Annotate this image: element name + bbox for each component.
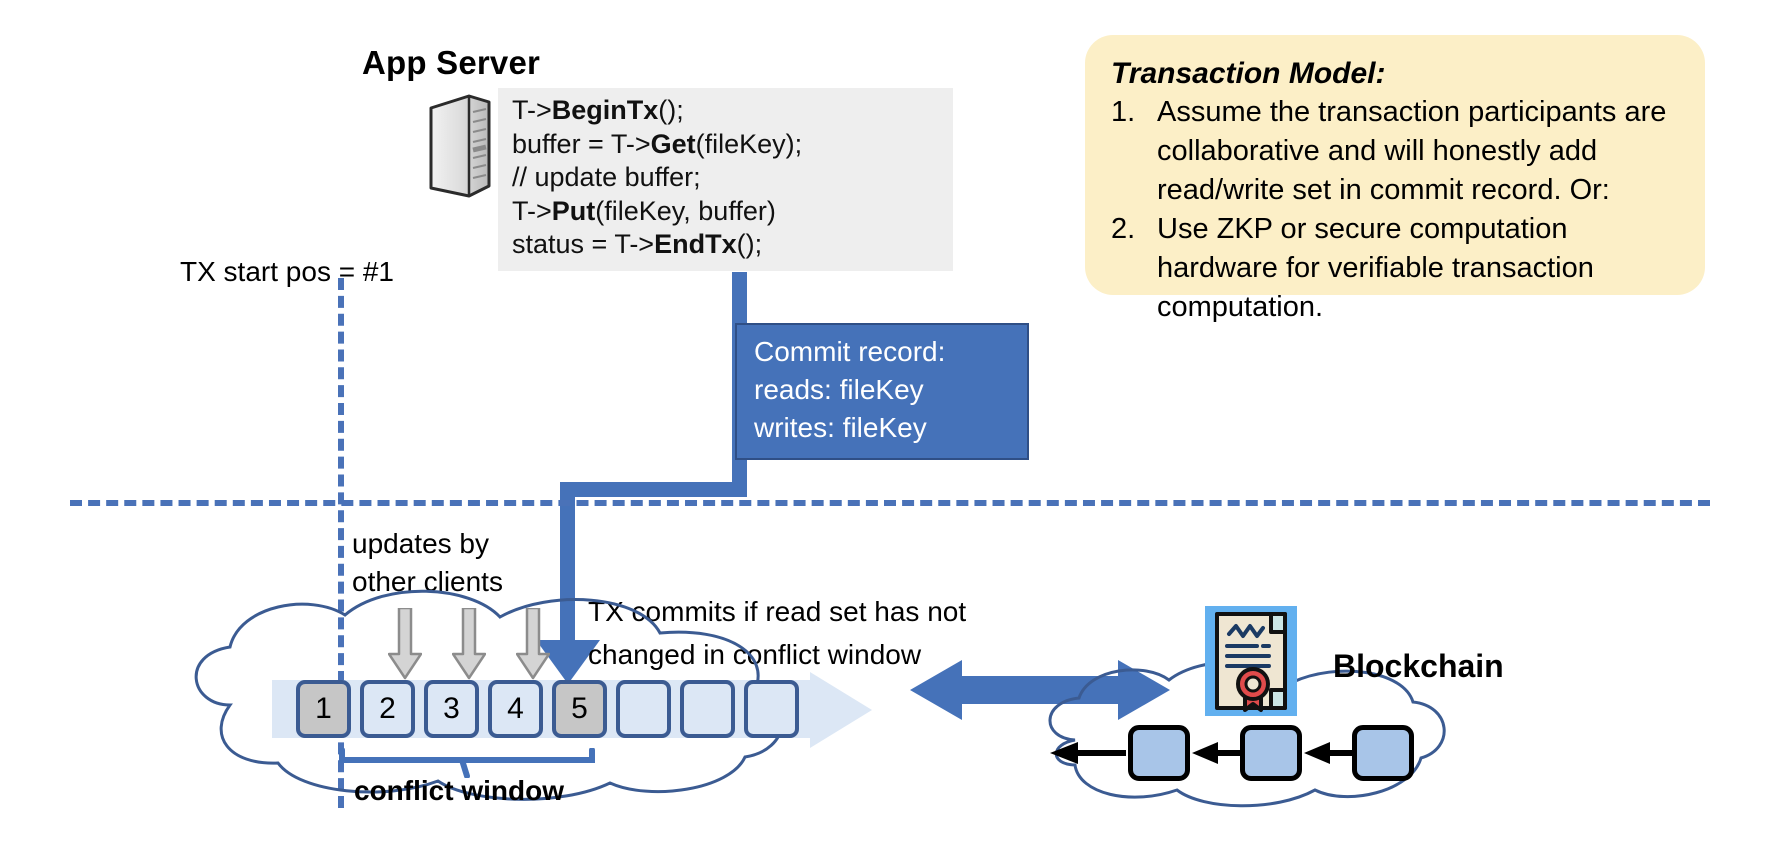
- certificate-seal-icon: [1205, 606, 1297, 716]
- ledger-cell-6[interactable]: [616, 680, 671, 738]
- commit-record-reads: reads: fileKey: [754, 374, 924, 405]
- code-lines: T->BeginTx();buffer = T->Get(fileKey);//…: [498, 88, 953, 262]
- code-token: T->: [512, 195, 552, 226]
- chain-block-3: [1352, 725, 1414, 781]
- transaction-model-item-2: 2. Use ZKP or secure computation hardware…: [1111, 210, 1679, 327]
- chain-block-1: [1128, 725, 1190, 781]
- transaction-model-callout: Transaction Model: 1. Assume the transact…: [1085, 35, 1705, 323]
- ledger-cell-2[interactable]: 2: [360, 680, 415, 738]
- code-block: T->BeginTx();buffer = T->Get(fileKey);//…: [498, 88, 953, 271]
- transaction-model-item-text: Use ZKP or secure computation hardware f…: [1157, 213, 1594, 323]
- horizontal-dashed-divider: [70, 500, 1710, 506]
- tx-start-dashed-line: [338, 278, 344, 808]
- code-token: Put: [551, 195, 596, 226]
- blockchain-label: Blockchain: [1333, 648, 1504, 684]
- tx-start-pos-label: TX start pos = #1: [180, 256, 394, 287]
- update-arrow-icon-3: [515, 606, 551, 680]
- code-token: (fileKey, buffer): [595, 195, 776, 226]
- code-token: T->: [512, 95, 552, 125]
- code-token: Get: [650, 128, 696, 159]
- code-token: ();: [658, 95, 684, 125]
- transaction-model-item-text: Assume the transaction participants are …: [1157, 96, 1667, 206]
- transaction-model-item-1: 1. Assume the transaction participants ar…: [1111, 93, 1679, 210]
- commit-arrow-segment-vertical-down: [560, 482, 575, 654]
- blockchain-cloud-outline: [1035, 660, 1455, 810]
- ledger-continues-triangle-icon: [810, 672, 872, 748]
- code-token: BeginTx: [551, 95, 659, 125]
- conflict-window-brace: [338, 747, 596, 779]
- code-line-3: // update buffer;: [512, 161, 953, 195]
- ledger-cell-3[interactable]: 3: [424, 680, 479, 738]
- code-token: status = T->: [512, 229, 655, 259]
- ledger-cell-5[interactable]: 5: [552, 680, 607, 738]
- transaction-model-list: 1. Assume the transaction participants ar…: [1111, 93, 1679, 327]
- code-token: // update buffer;: [512, 162, 701, 192]
- chain-arrow-icon-1: [1048, 738, 1126, 768]
- ledger-cell-4[interactable]: 4: [488, 680, 543, 738]
- update-arrow-icon-2: [451, 606, 487, 680]
- ledger-cell-8[interactable]: [744, 680, 799, 738]
- chain-arrow-icon-3: [1302, 738, 1354, 768]
- code-line-5: status = T->EndTx();: [512, 228, 953, 262]
- update-arrow-icon-1: [387, 606, 423, 680]
- commit-arrow-segment-horizontal: [560, 482, 747, 497]
- transaction-model-item-number: 2.: [1111, 213, 1136, 245]
- chain-block-2: [1240, 725, 1302, 781]
- server-tower-icon: [425, 92, 495, 202]
- code-line-4: T->Put(fileKey, buffer): [512, 195, 953, 229]
- commit-record-box: Commit record: reads: fileKey writes: fi…: [735, 323, 1029, 460]
- bidirectional-sync-arrow-icon: [910, 650, 1170, 730]
- code-line-1: T->BeginTx();: [512, 94, 953, 128]
- app-server-title: App Server: [362, 44, 541, 81]
- code-token: (fileKey);: [695, 128, 803, 159]
- commit-arrow-head-icon: [536, 640, 600, 684]
- code-token: EndTx: [654, 229, 737, 259]
- ledger-cell-1[interactable]: 1: [296, 680, 351, 738]
- conflict-window-label: conflict window: [354, 775, 564, 806]
- commit-record-title: Commit record:: [754, 336, 946, 367]
- ledger-cell-7[interactable]: [680, 680, 735, 738]
- commit-record-writes: writes: fileKey: [754, 412, 927, 443]
- transaction-model-item-number: 1.: [1111, 96, 1136, 128]
- updates-label-line1: updates by: [352, 528, 489, 559]
- code-line-2: buffer = T->Get(fileKey);: [512, 128, 953, 162]
- code-token: buffer = T->: [512, 128, 651, 159]
- transaction-model-title: Transaction Model:: [1111, 57, 1386, 90]
- code-token: ();: [736, 229, 763, 259]
- chain-arrow-icon-2: [1190, 738, 1242, 768]
